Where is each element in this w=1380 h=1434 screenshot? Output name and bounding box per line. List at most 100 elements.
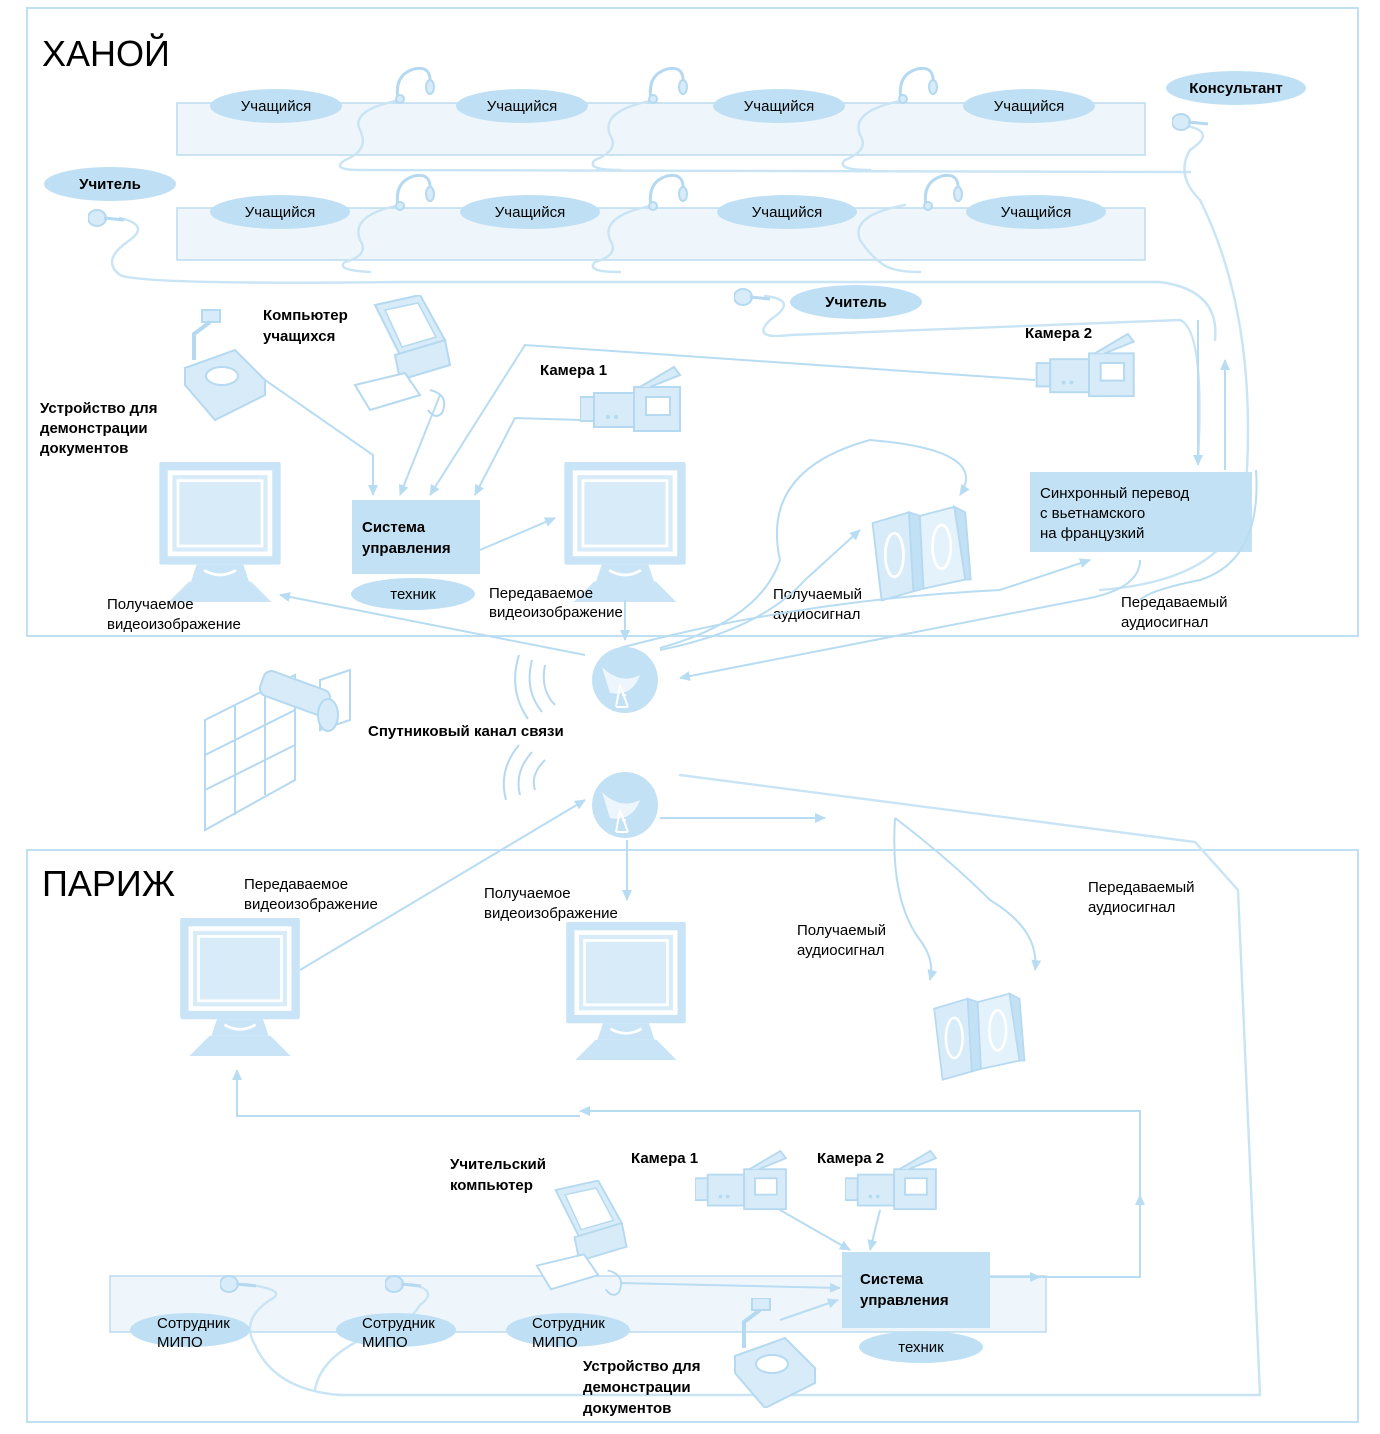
- svg-text:Компьютер: Компьютер: [263, 307, 348, 324]
- hanoi-received-video-label: Получаемое видеоизображение: [107, 596, 241, 633]
- svg-text:МИПО: МИПО: [532, 1334, 578, 1351]
- hanoi-doc-device-label: Устройство для демонстрации документов: [40, 400, 157, 457]
- headset-icon: [394, 173, 436, 212]
- svg-text:Устройство для: Устройство для: [583, 1358, 700, 1375]
- svg-text:видеоизображение: видеоизображение: [484, 905, 618, 922]
- satellite-dish-icon: [591, 771, 659, 839]
- hanoi-transmitted-audio-label: Передаваемый аудиосигнал: [1121, 594, 1228, 631]
- svg-text:видеоизображение: видеоизображение: [489, 604, 623, 621]
- staff-badge: Сотрудник МИПО: [506, 1313, 630, 1351]
- paris-control-system: [842, 1252, 990, 1328]
- teacher-badge: Учитель: [44, 167, 176, 201]
- svg-text:Передаваемый: Передаваемый: [1088, 879, 1195, 896]
- svg-text:Устройство для: Устройство для: [40, 400, 157, 417]
- microphone-icon: [88, 208, 126, 228]
- satellite-dish-icon: [591, 646, 659, 714]
- hanoi-received-audio-label: Получаемый аудиосигнал: [773, 586, 862, 623]
- svg-text:Учитель: Учитель: [79, 176, 141, 193]
- document-camera-icon: [185, 310, 265, 420]
- svg-text:Учительский: Учительский: [450, 1156, 546, 1173]
- monitor-icon: [565, 922, 687, 1060]
- students-computer-icon: [354, 295, 451, 417]
- paris-received-audio-label: Получаемый аудиосигнал: [797, 922, 886, 959]
- city-hanoi: ХАНОЙ: [42, 32, 170, 74]
- paris-arrows: [232, 799, 1145, 1321]
- student-badge: Учащийся: [966, 195, 1106, 229]
- headset-icon: [897, 66, 939, 105]
- paris-transmitted-audio-label: Передаваемый аудиосигнал: [1088, 879, 1195, 916]
- headset-icon: [922, 173, 964, 212]
- paris-control-line2: управления: [860, 1292, 949, 1309]
- svg-text:Учащийся: Учащийся: [495, 204, 565, 221]
- svg-text:Учащийся: Учащийся: [752, 204, 822, 221]
- svg-text:Учащийся: Учащийся: [245, 204, 315, 221]
- svg-text:Получаемое: Получаемое: [484, 885, 571, 902]
- headset-icon: [647, 66, 689, 105]
- hanoi-arrows: [264, 320, 1258, 681]
- paris-technician-badge: техник: [859, 1331, 983, 1363]
- svg-text:документов: документов: [583, 1400, 671, 1417]
- svg-text:демонстрации: демонстрации: [40, 420, 148, 437]
- hanoi-camera2-label: Камера 2: [1025, 325, 1092, 342]
- signal-waves: [502, 654, 556, 801]
- paris-doc-device-label: Устройство для демонстрации документов: [583, 1358, 700, 1417]
- svg-text:Передаваемый: Передаваемый: [1121, 594, 1228, 611]
- staff-badge: Сотрудник МИПО: [130, 1313, 250, 1351]
- paris-received-video-label: Получаемое видеоизображение: [484, 885, 618, 922]
- speakers-icon: [871, 505, 973, 602]
- svg-text:Передаваемое: Передаваемое: [244, 876, 348, 893]
- paris-teacher-computer-label: Учительский компьютер: [450, 1156, 546, 1194]
- svg-text:МИПО: МИПО: [362, 1334, 408, 1351]
- svg-text:Учащийся: Учащийся: [241, 98, 311, 115]
- svg-text:Получаемое: Получаемое: [107, 596, 194, 613]
- hanoi-students-computer-label: Компьютер учащихся: [263, 307, 348, 345]
- monitor-icon: [157, 462, 283, 602]
- student-badge: Учащийся: [963, 89, 1095, 123]
- paris-transmitted-video-label: Передаваемое видеоизображение: [244, 876, 378, 913]
- hanoi-control-system: [352, 500, 480, 574]
- teacher-badge: Учитель: [790, 285, 922, 319]
- city-paris: ПАРИЖ: [42, 863, 175, 904]
- svg-text:Сотрудник: Сотрудник: [157, 1315, 230, 1332]
- svg-text:аудиосигнал: аудиосигнал: [1088, 899, 1175, 916]
- svg-text:Учащийся: Учащийся: [744, 98, 814, 115]
- svg-text:на французкий: на французкий: [1040, 525, 1144, 542]
- hanoi-frame: [26, 7, 1359, 637]
- monitor-icon: [562, 462, 688, 602]
- svg-text:аудиосигнал: аудиосигнал: [1121, 614, 1208, 631]
- headset-icon: [647, 173, 689, 212]
- svg-text:Получаемый: Получаемый: [797, 922, 886, 939]
- consultant-badge: Консультант: [1166, 71, 1306, 105]
- student-badge: Учащийся: [713, 89, 845, 123]
- svg-text:компьютер: компьютер: [450, 1177, 533, 1194]
- microphone-icon: [734, 287, 772, 307]
- student-badge: Учащийся: [456, 89, 588, 123]
- svg-text:Синхронный перевод: Синхронный перевод: [1040, 485, 1190, 502]
- student-badge: Учащийся: [210, 89, 342, 123]
- paris-camera1-label: Камера 1: [631, 1150, 698, 1167]
- hanoi-control-line2: управления: [362, 540, 451, 557]
- svg-text:МИПО: МИПО: [157, 1334, 203, 1351]
- svg-text:техник: техник: [898, 1339, 944, 1356]
- headset-icon: [394, 66, 436, 105]
- svg-text:с вьетнамского: с вьетнамского: [1040, 505, 1145, 522]
- hanoi-transmitted-video-label: Передаваемое видеоизображение: [489, 585, 623, 621]
- monitor-icon: [178, 918, 302, 1056]
- svg-text:Учитель: Учитель: [825, 294, 887, 311]
- satellite-icon: [204, 667, 351, 831]
- svg-text:документов: документов: [40, 440, 128, 457]
- svg-text:Учащийся: Учащийся: [994, 98, 1064, 115]
- student-badge: Учащийся: [210, 195, 350, 229]
- svg-text:видеоизображение: видеоизображение: [244, 896, 378, 913]
- svg-text:Консультант: Консультант: [1189, 80, 1282, 97]
- hanoi-control-line1: Система: [362, 519, 426, 536]
- paris-control-line1: Система: [860, 1271, 924, 1288]
- svg-text:учащихся: учащихся: [263, 328, 335, 345]
- camera-icon: [1035, 332, 1135, 398]
- svg-text:демонстрации: демонстрации: [583, 1379, 691, 1396]
- svg-text:видеоизображение: видеоизображение: [107, 616, 241, 633]
- svg-text:Получаемый: Получаемый: [773, 586, 862, 603]
- staff-badge: Сотрудник МИПО: [336, 1313, 456, 1351]
- svg-text:Учащийся: Учащийся: [1001, 204, 1071, 221]
